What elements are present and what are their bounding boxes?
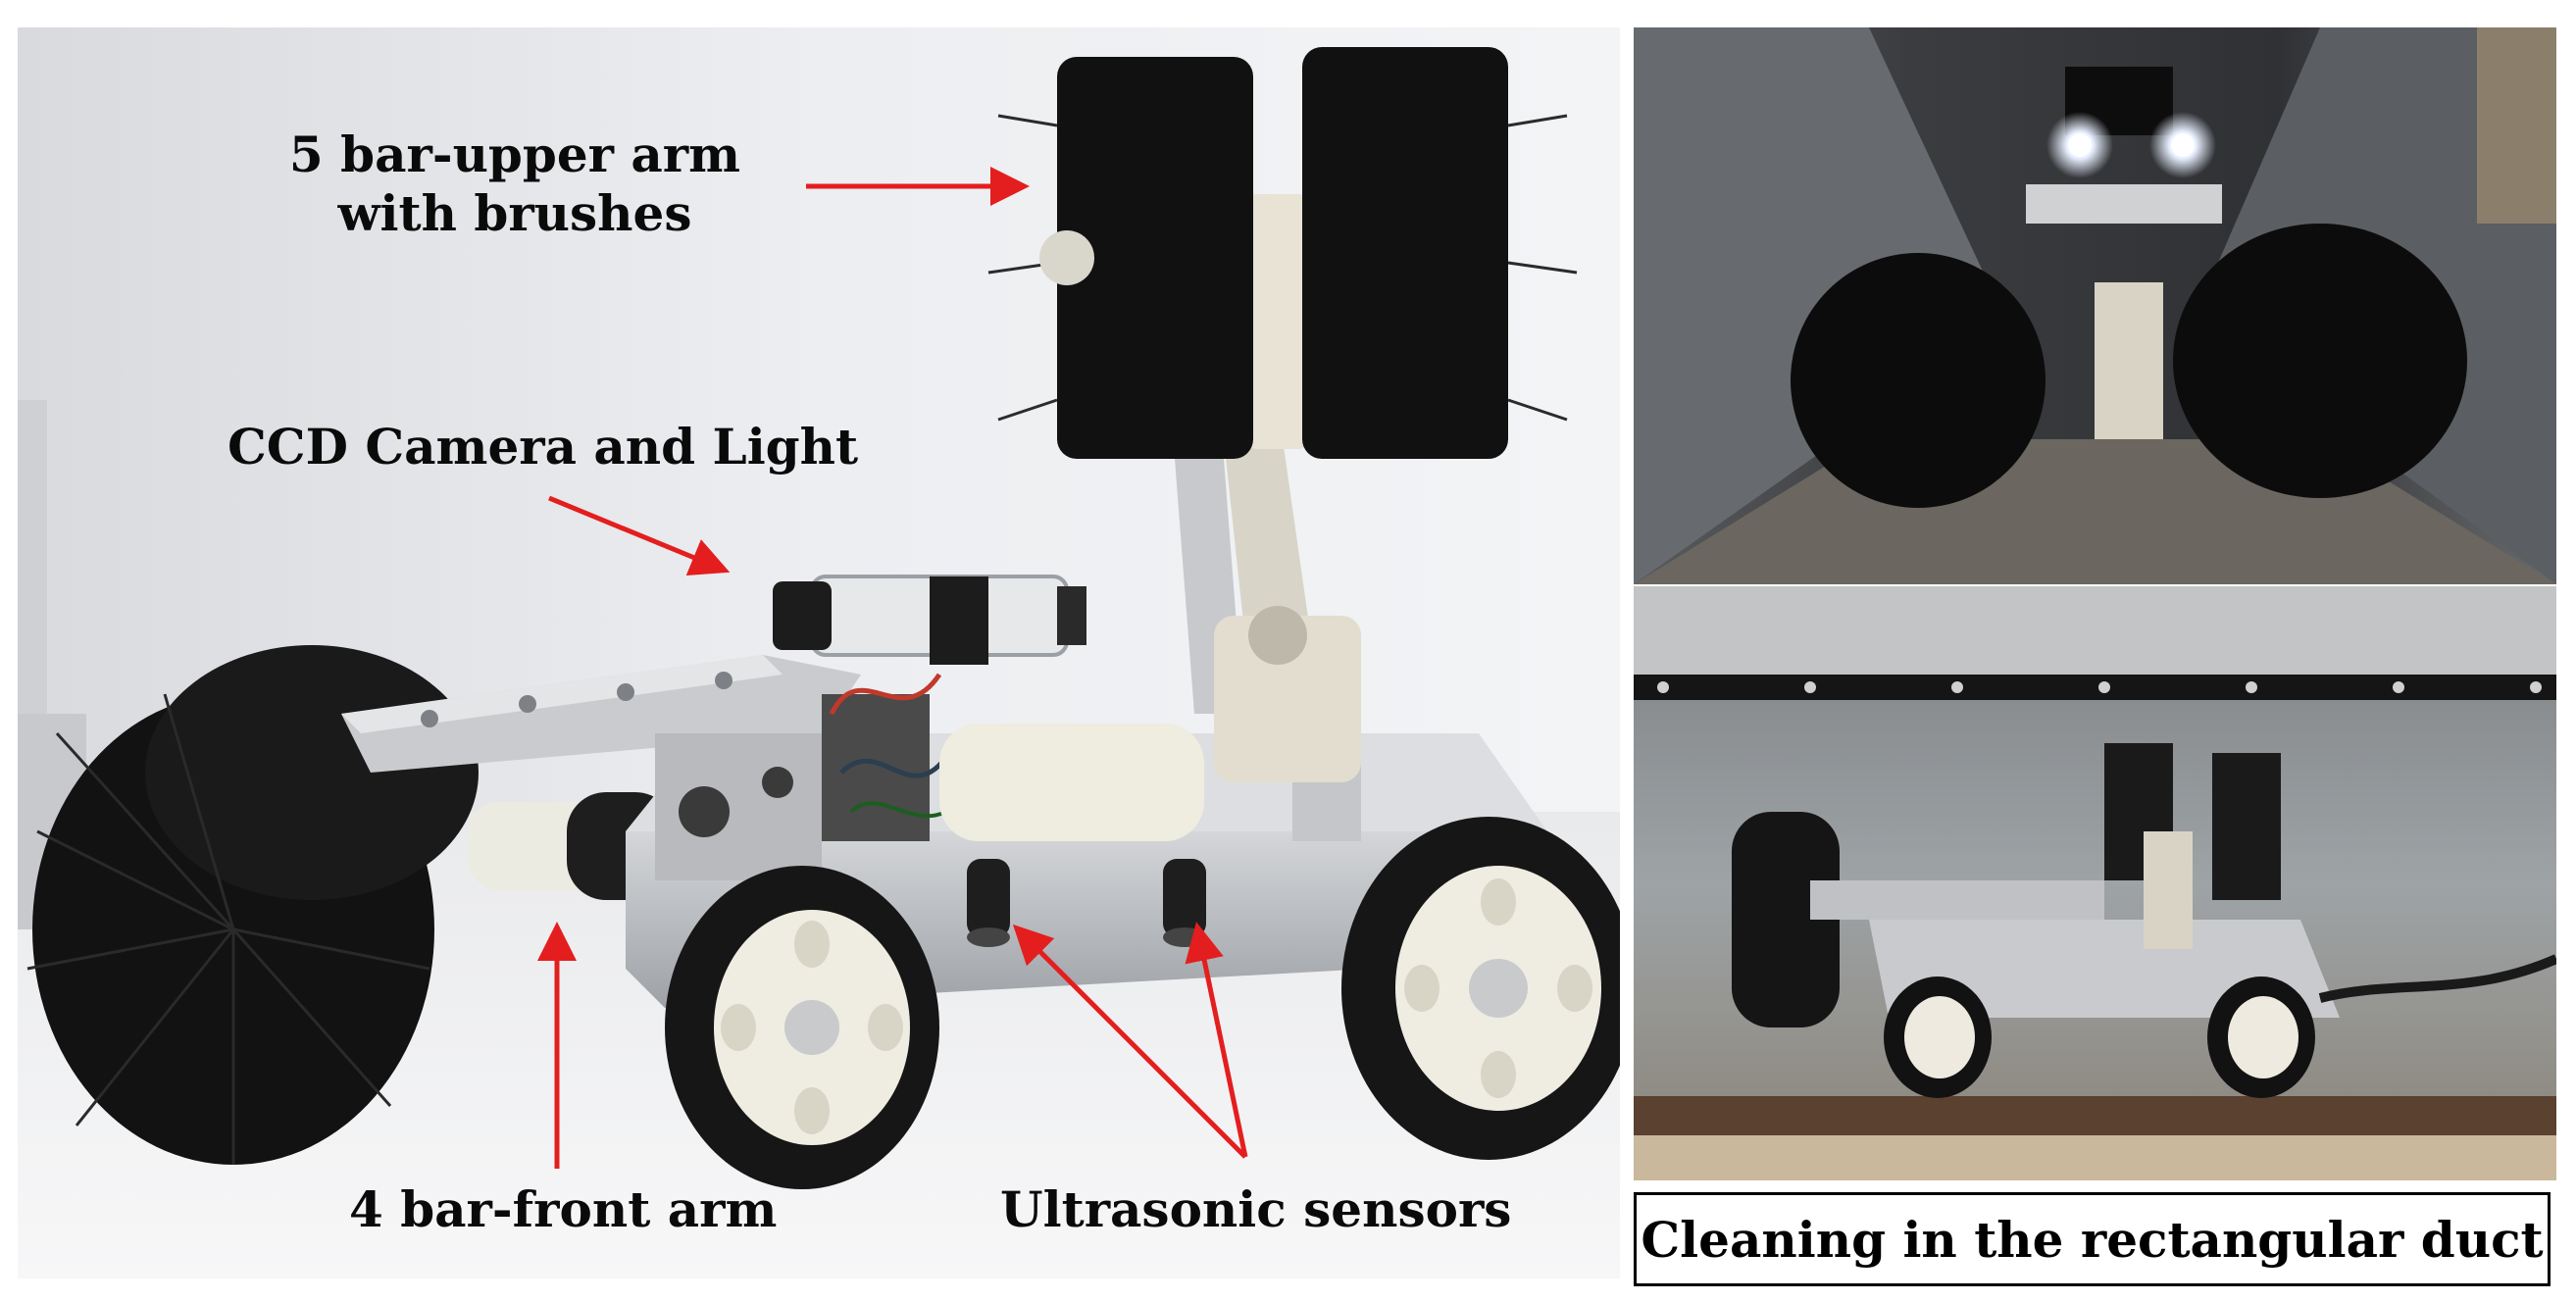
- front-arm-label: 4 bar-front arm: [349, 1180, 778, 1238]
- sensors-label: Ultrasonic sensors: [1000, 1180, 1512, 1238]
- ultrasonic-sensor-left: [967, 859, 1010, 947]
- front-wheel: [665, 866, 939, 1189]
- upper-arm-label-line1: 5 bar-upper arm: [288, 125, 741, 183]
- ultrasonic-sensor-right: [1163, 859, 1206, 947]
- front-arm-plates: [341, 655, 861, 773]
- rear-wheel: [1341, 817, 1620, 1160]
- duct-front-view-photo: [1634, 27, 2556, 584]
- duct-side-view-photo: [1634, 586, 2556, 1180]
- robot-side-photo: [18, 27, 1620, 1278]
- ccd-camera: [773, 575, 1086, 665]
- camera-label: CCD Camera and Light: [227, 418, 859, 476]
- caption-box: Cleaning in the rectangular duct: [1634, 1192, 2551, 1286]
- upper-arm: [1175, 194, 1361, 782]
- upper-brushes: [987, 47, 1578, 459]
- upper-arm-label: 5 bar-upper arm with brushes: [284, 125, 745, 243]
- caption-text: Cleaning in the rectangular duct: [1641, 1210, 2544, 1269]
- upper-arm-label-line2: with brushes: [337, 184, 692, 242]
